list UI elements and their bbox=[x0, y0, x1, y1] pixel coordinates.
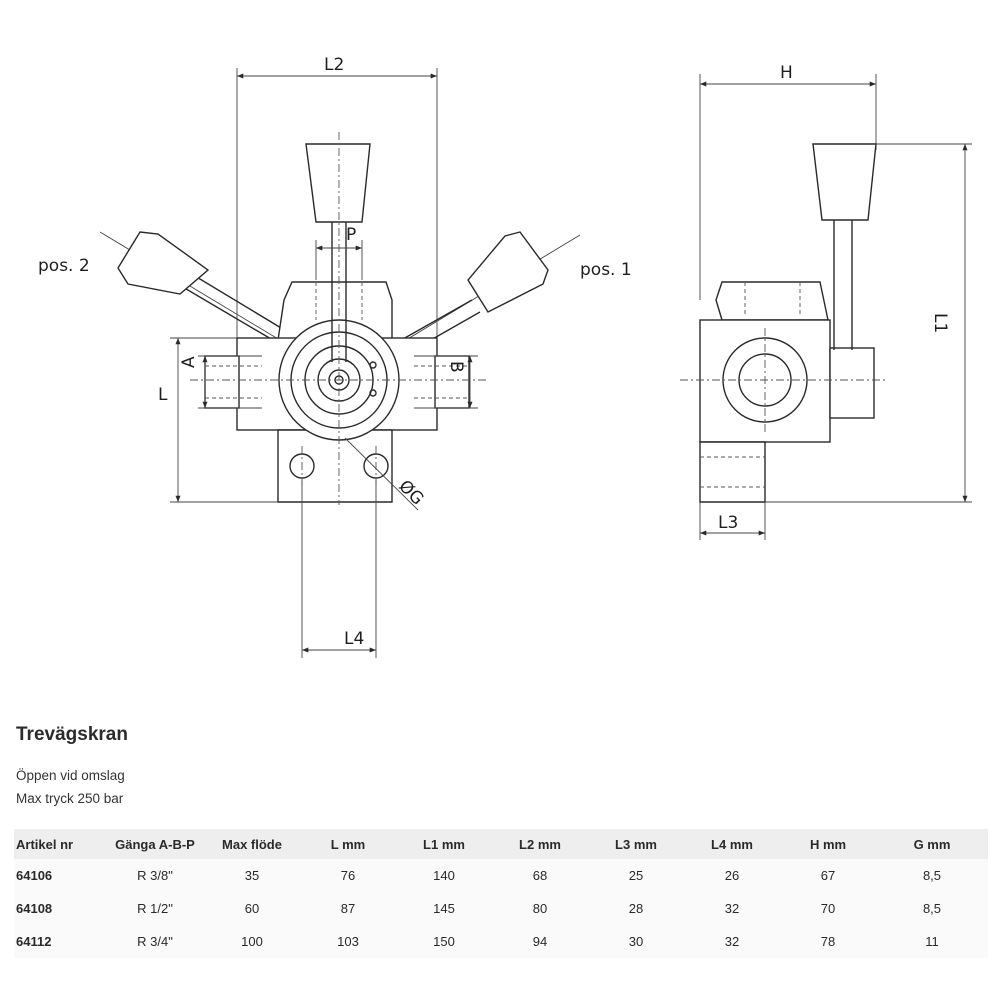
table-cell: 60 bbox=[204, 892, 300, 925]
table-cell: R 3/4" bbox=[106, 925, 204, 958]
column-header: L1 mm bbox=[396, 829, 492, 859]
table-cell: 140 bbox=[396, 859, 492, 892]
label-a: A bbox=[179, 356, 199, 368]
handle-center bbox=[305, 143, 371, 362]
label-l4: L4 bbox=[344, 629, 364, 649]
table-cell: 32 bbox=[684, 892, 780, 925]
column-header: H mm bbox=[780, 829, 876, 859]
column-header: Max flöde bbox=[204, 829, 300, 859]
specification-table: Artikel nr Gänga A-B-P Max flöde L mm L1… bbox=[14, 829, 988, 958]
table-cell: 78 bbox=[780, 925, 876, 958]
product-title: Trevägskran bbox=[16, 724, 128, 745]
table-row: 64108 R 1/2" 60 87 145 80 28 32 70 8,5 bbox=[14, 892, 988, 925]
table-cell: 64106 bbox=[14, 859, 106, 892]
column-header: L4 mm bbox=[684, 829, 780, 859]
table-cell: 8,5 bbox=[876, 859, 988, 892]
side-view: H L1 L3 bbox=[680, 63, 972, 540]
table-cell: 68 bbox=[492, 859, 588, 892]
table-row: 64112 R 3/4" 100 103 150 94 30 32 78 11 bbox=[14, 925, 988, 958]
table-header-row: Artikel nr Gänga A-B-P Max flöde L mm L1… bbox=[14, 829, 988, 859]
table-cell: 28 bbox=[588, 892, 684, 925]
column-header: Gänga A-B-P bbox=[106, 829, 204, 859]
column-header: Artikel nr bbox=[14, 829, 106, 859]
label-g: ØG bbox=[394, 476, 427, 509]
column-header: G mm bbox=[876, 829, 988, 859]
label-l3: L3 bbox=[718, 513, 738, 533]
label-l1: L1 bbox=[930, 313, 950, 333]
product-description-open: Öppen vid omslag bbox=[16, 768, 125, 783]
valve-technical-drawing: L2 P pos. 2 pos. 1 A B L ØG L4 bbox=[38, 55, 972, 658]
label-pos2: pos. 2 bbox=[38, 256, 90, 276]
table-cell: 32 bbox=[684, 925, 780, 958]
handle-side bbox=[812, 143, 877, 350]
table-cell: R 1/2" bbox=[106, 892, 204, 925]
table-cell: 87 bbox=[300, 892, 396, 925]
table-cell: 25 bbox=[588, 859, 684, 892]
table-cell: 30 bbox=[588, 925, 684, 958]
table-cell: R 3/8" bbox=[106, 859, 204, 892]
table-cell: 64108 bbox=[14, 892, 106, 925]
label-pos1: pos. 1 bbox=[580, 260, 632, 280]
table-cell: 76 bbox=[300, 859, 396, 892]
table-cell: 26 bbox=[684, 859, 780, 892]
table-cell: 80 bbox=[492, 892, 588, 925]
table-cell: 70 bbox=[780, 892, 876, 925]
label-p: P bbox=[346, 225, 356, 245]
table-row: 64106 R 3/8" 35 76 140 68 25 26 67 8,5 bbox=[14, 859, 988, 892]
label-l2: L2 bbox=[324, 55, 344, 75]
table-cell: 8,5 bbox=[876, 892, 988, 925]
table-cell: 64112 bbox=[14, 925, 106, 958]
column-header: L mm bbox=[300, 829, 396, 859]
valve-body-front bbox=[204, 281, 470, 503]
label-h: H bbox=[780, 63, 793, 83]
table-cell: 103 bbox=[300, 925, 396, 958]
table-cell: 145 bbox=[396, 892, 492, 925]
column-header: L3 mm bbox=[588, 829, 684, 859]
table-cell: 150 bbox=[396, 925, 492, 958]
product-description-pressure: Max tryck 250 bar bbox=[16, 791, 124, 806]
table-cell: 35 bbox=[204, 859, 300, 892]
table-cell: 100 bbox=[204, 925, 300, 958]
column-header: L2 mm bbox=[492, 829, 588, 859]
front-view: L2 P pos. 2 pos. 1 A B L ØG L4 bbox=[38, 55, 632, 658]
label-b: B bbox=[446, 361, 466, 373]
table-cell: 94 bbox=[492, 925, 588, 958]
table-cell: 67 bbox=[780, 859, 876, 892]
label-l: L bbox=[158, 385, 168, 405]
valve-body-side bbox=[680, 281, 888, 503]
table-cell: 11 bbox=[876, 925, 988, 958]
